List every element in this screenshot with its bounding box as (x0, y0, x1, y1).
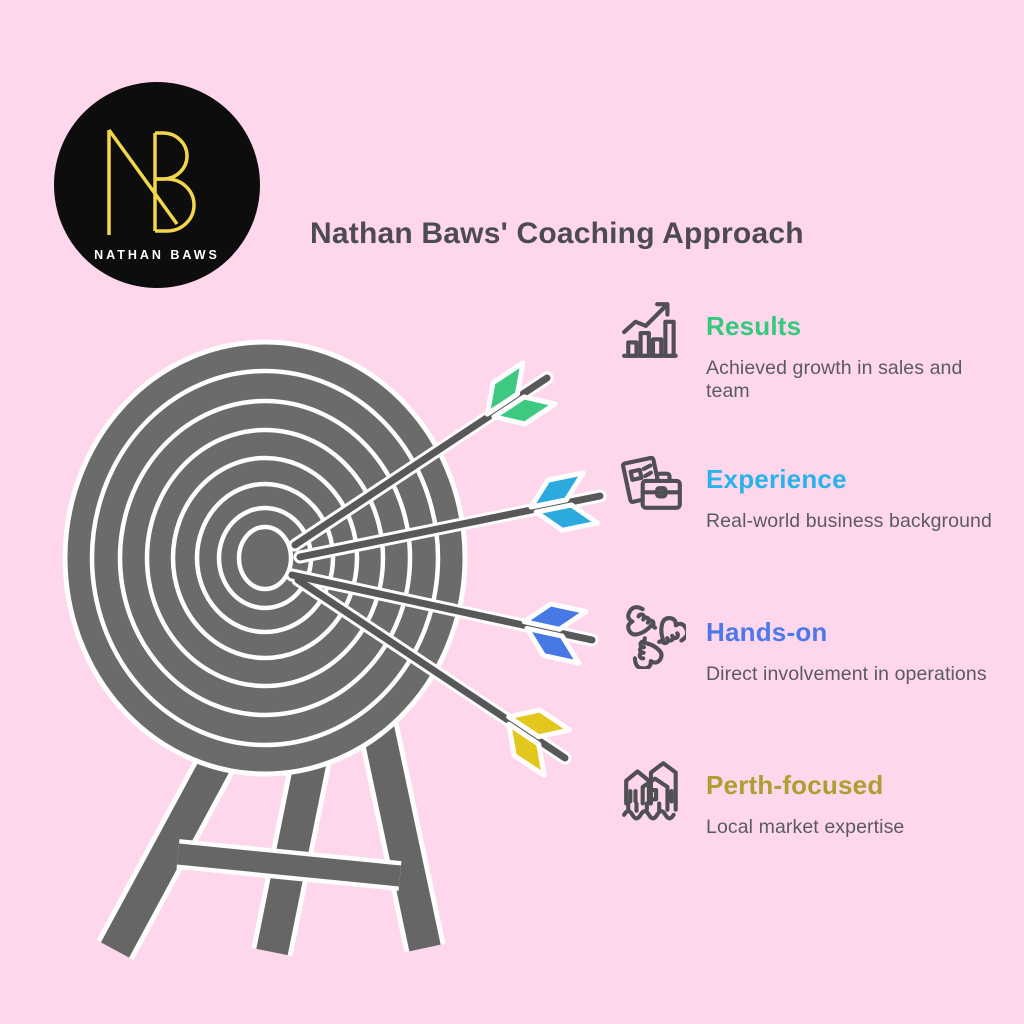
page-title: Nathan Baws' Coaching Approach (310, 217, 804, 250)
feature-description: Local market expertise (706, 816, 905, 838)
target-disc (62, 339, 468, 777)
briefcase-documents-icon (620, 450, 686, 516)
feature-experience: Experience Real-world business backgroun… (620, 446, 1010, 599)
feature-hands-on: Hands-on Direct involvement in operation… (620, 599, 1010, 752)
feature-description: Direct involvement in operations (706, 663, 987, 685)
nathan-baws-logo: NATHAN BAWS (54, 82, 260, 288)
feature-perth-focused: Perth-focused Local market expertise (620, 752, 1010, 905)
hands-together-icon (620, 603, 690, 671)
arrow-fletching-green (484, 360, 558, 427)
arrow-fletching-cyan (528, 470, 601, 533)
target-illustration (62, 339, 607, 960)
city-waterfront-icon (620, 756, 686, 822)
arrow-fletching-yellow (506, 707, 573, 778)
growth-chart-icon (620, 297, 686, 363)
feature-title: Perth-focused (706, 770, 884, 800)
feature-title: Experience (706, 464, 847, 494)
nb-monogram-icon (107, 128, 196, 235)
arrows (285, 360, 607, 778)
feature-results: Results Achieved growth in sales and tea… (620, 293, 1010, 446)
feature-description: Real-world business background (706, 510, 992, 532)
feature-title: Hands-on (706, 617, 828, 647)
arrow-fletching-blue (521, 601, 589, 666)
feature-list: Results Achieved growth in sales and tea… (620, 293, 1010, 905)
feature-description: Achieved growth in sales and team (706, 357, 963, 402)
brand-name: NATHAN BAWS (94, 248, 220, 262)
feature-title: Results (706, 311, 802, 341)
